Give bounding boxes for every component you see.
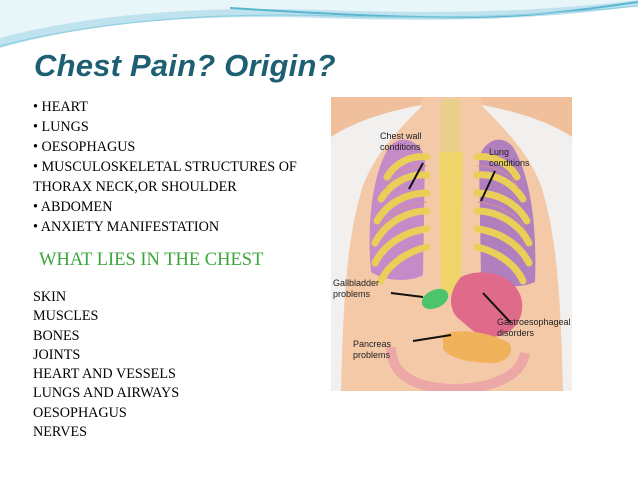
bullet-item: • ANXIETY MANIFESTATION — [33, 219, 220, 235]
bullet-item: • MUSCULOSKELETAL STRUCTURES OF THORAX N… — [33, 159, 297, 195]
label-gallbladder: Gallbladder — [333, 278, 379, 288]
label-chest-wall: Chest wall — [380, 131, 422, 141]
label-chest-wall-2: conditions — [380, 142, 421, 152]
chest-anatomy-illustration: Chest wall conditions Lung conditions Ga… — [331, 97, 572, 391]
slide-title: Chest Pain? Origin? — [34, 48, 336, 83]
origin-bullet-list: • HEART • LUNGS • OESOPHAGUS • MUSCULOSK… — [33, 97, 333, 237]
list-item: LUNGS AND AIRWAYS — [33, 385, 180, 402]
stomach-shape — [451, 272, 523, 337]
label-lung: Lung — [489, 147, 509, 157]
list-item: JOINTS — [33, 346, 81, 363]
label-lung-2: conditions — [489, 158, 530, 168]
list-item: BONES — [33, 327, 80, 344]
bullet-item: • OESOPHAGUS — [33, 139, 136, 155]
list-item: SKIN — [33, 289, 67, 305]
gallbladder-shape — [421, 288, 449, 310]
section-subheading: WHAT LIES IN THE CHEST — [39, 250, 264, 270]
list-item: MUSCLES — [33, 308, 99, 325]
pancreas-shape — [443, 331, 512, 363]
label-gastro: Gastroesophageal — [497, 317, 571, 327]
label-pancreas-2: problems — [353, 350, 391, 360]
list-item: NERVES — [33, 424, 88, 441]
label-gallbladder-2: problems — [333, 289, 371, 299]
label-pancreas: Pancreas — [353, 339, 392, 349]
bullet-item: • HEART — [33, 99, 88, 115]
decorative-header-waves — [0, 0, 638, 48]
chest-contents-list: SKIN MUSCLES BONES JOINTS HEART AND VESS… — [33, 288, 179, 442]
list-item: OESOPHAGUS — [33, 404, 127, 421]
label-gastro-2: disorders — [497, 328, 535, 338]
list-item: HEART AND VESSELS — [33, 366, 176, 383]
bullet-item: • LUNGS — [33, 119, 89, 135]
bullet-item: • ABDOMEN — [33, 199, 113, 215]
